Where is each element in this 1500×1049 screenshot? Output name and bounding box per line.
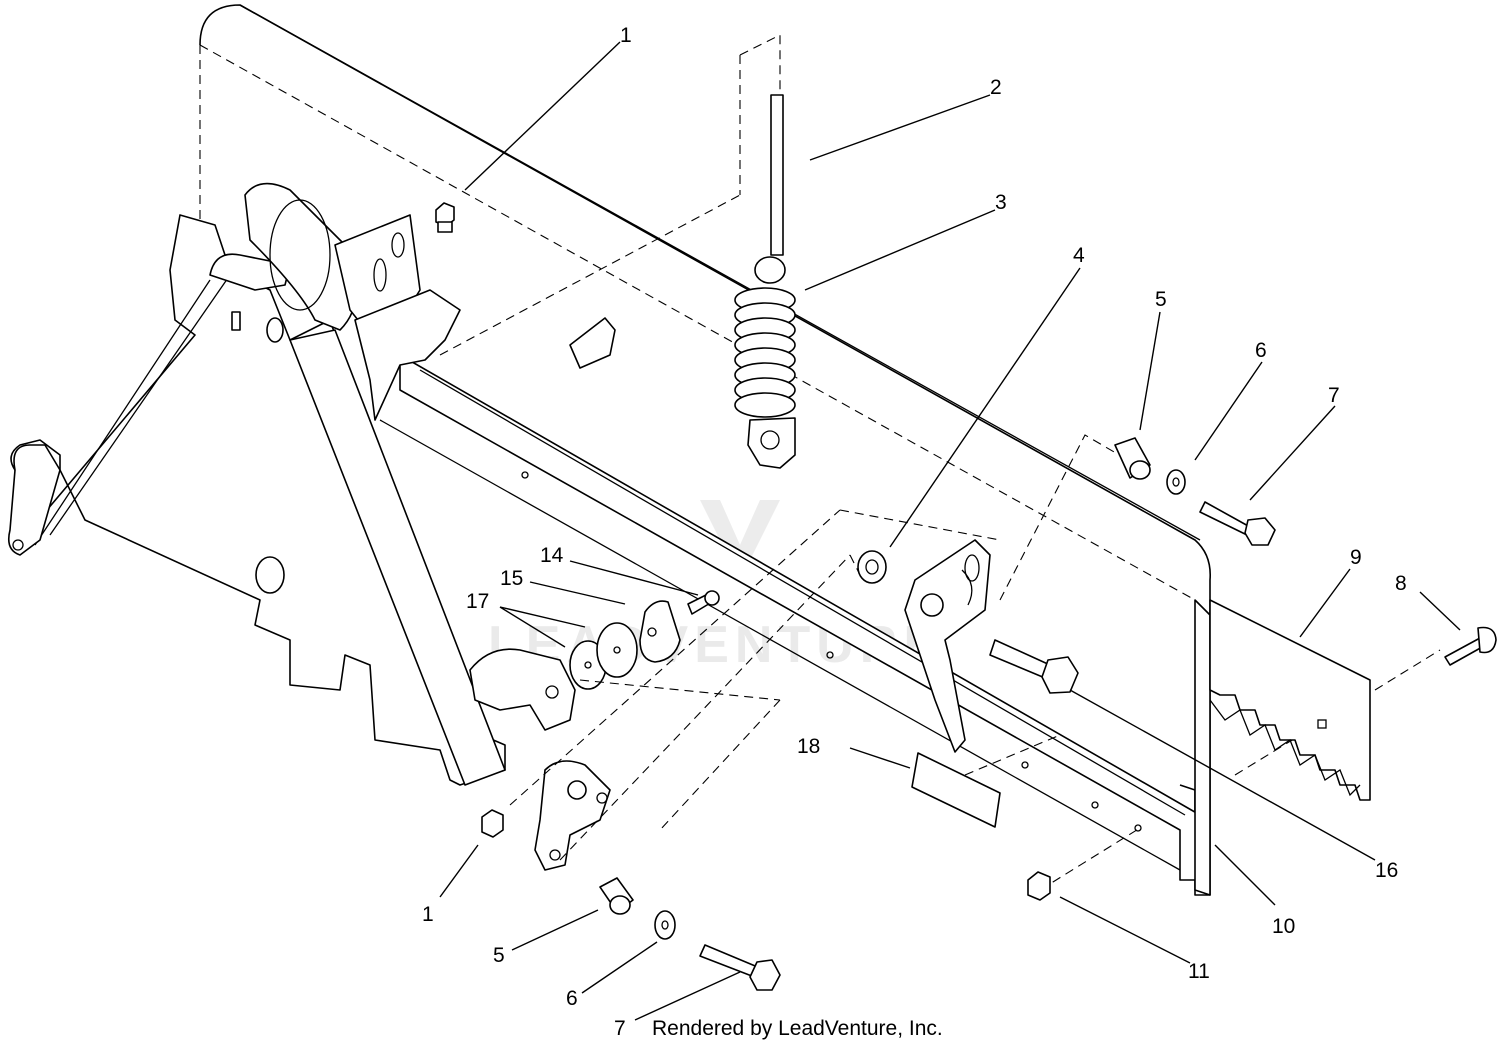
callout-5-lower: 5 — [493, 944, 505, 967]
rail-tab — [569, 317, 616, 369]
callout-4: 4 — [1073, 244, 1085, 267]
callout-10: 10 — [1272, 915, 1295, 938]
lower-pivot-bracket — [469, 648, 611, 871]
callout-7-lower: 7 — [614, 1017, 626, 1040]
callout-3: 3 — [995, 191, 1007, 214]
callout-7: 7 — [1328, 384, 1340, 407]
callout-16: 16 — [1375, 859, 1398, 882]
watermark-logo-icon — [700, 500, 780, 580]
side-plate — [1194, 599, 1211, 896]
left-bracket — [7, 182, 506, 786]
callout-14: 14 — [540, 544, 564, 567]
callout-5: 5 — [1155, 288, 1167, 311]
bumper-stack — [569, 590, 720, 690]
spring-assembly — [734, 34, 796, 469]
decal — [911, 752, 1001, 828]
callout-9: 9 — [1350, 546, 1362, 569]
callout-1: 1 — [620, 24, 632, 47]
callout-11: 11 — [1188, 960, 1210, 983]
callout-15: 15 — [500, 567, 523, 590]
callout-18: 18 — [797, 735, 820, 758]
footer-credit: Rendered by LeadVenture, Inc. — [652, 1017, 943, 1040]
spring-coils — [734, 287, 796, 418]
callout-8: 8 — [1395, 572, 1407, 595]
right-arm-bracket — [904, 539, 991, 753]
callout-6: 6 — [1255, 339, 1267, 362]
rod — [770, 94, 784, 256]
callout-6-lower: 6 — [566, 987, 578, 1010]
leader-lines — [439, 41, 1461, 1021]
callout-17: 17 — [466, 590, 489, 613]
scraper-plate — [1209, 599, 1371, 801]
callout-2: 2 — [990, 76, 1002, 99]
callout-1-lower: 1 — [422, 903, 434, 926]
hardware — [435, 202, 1497, 991]
frame-rail — [379, 354, 1201, 881]
callouts: 1 2 3 4 5 6 7 8 9 10 11 14 15 16 17 18 1… — [422, 24, 1407, 1040]
